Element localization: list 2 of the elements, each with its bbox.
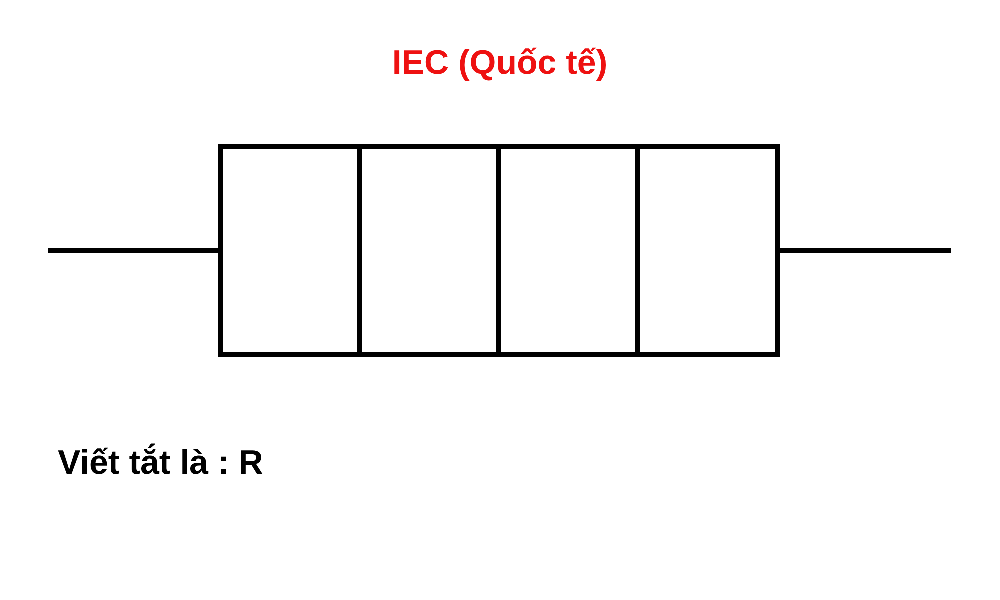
diagram-title: IEC (Quốc tế) [392, 44, 608, 82]
abbreviation-note: Viết tắt là : R [58, 444, 264, 483]
